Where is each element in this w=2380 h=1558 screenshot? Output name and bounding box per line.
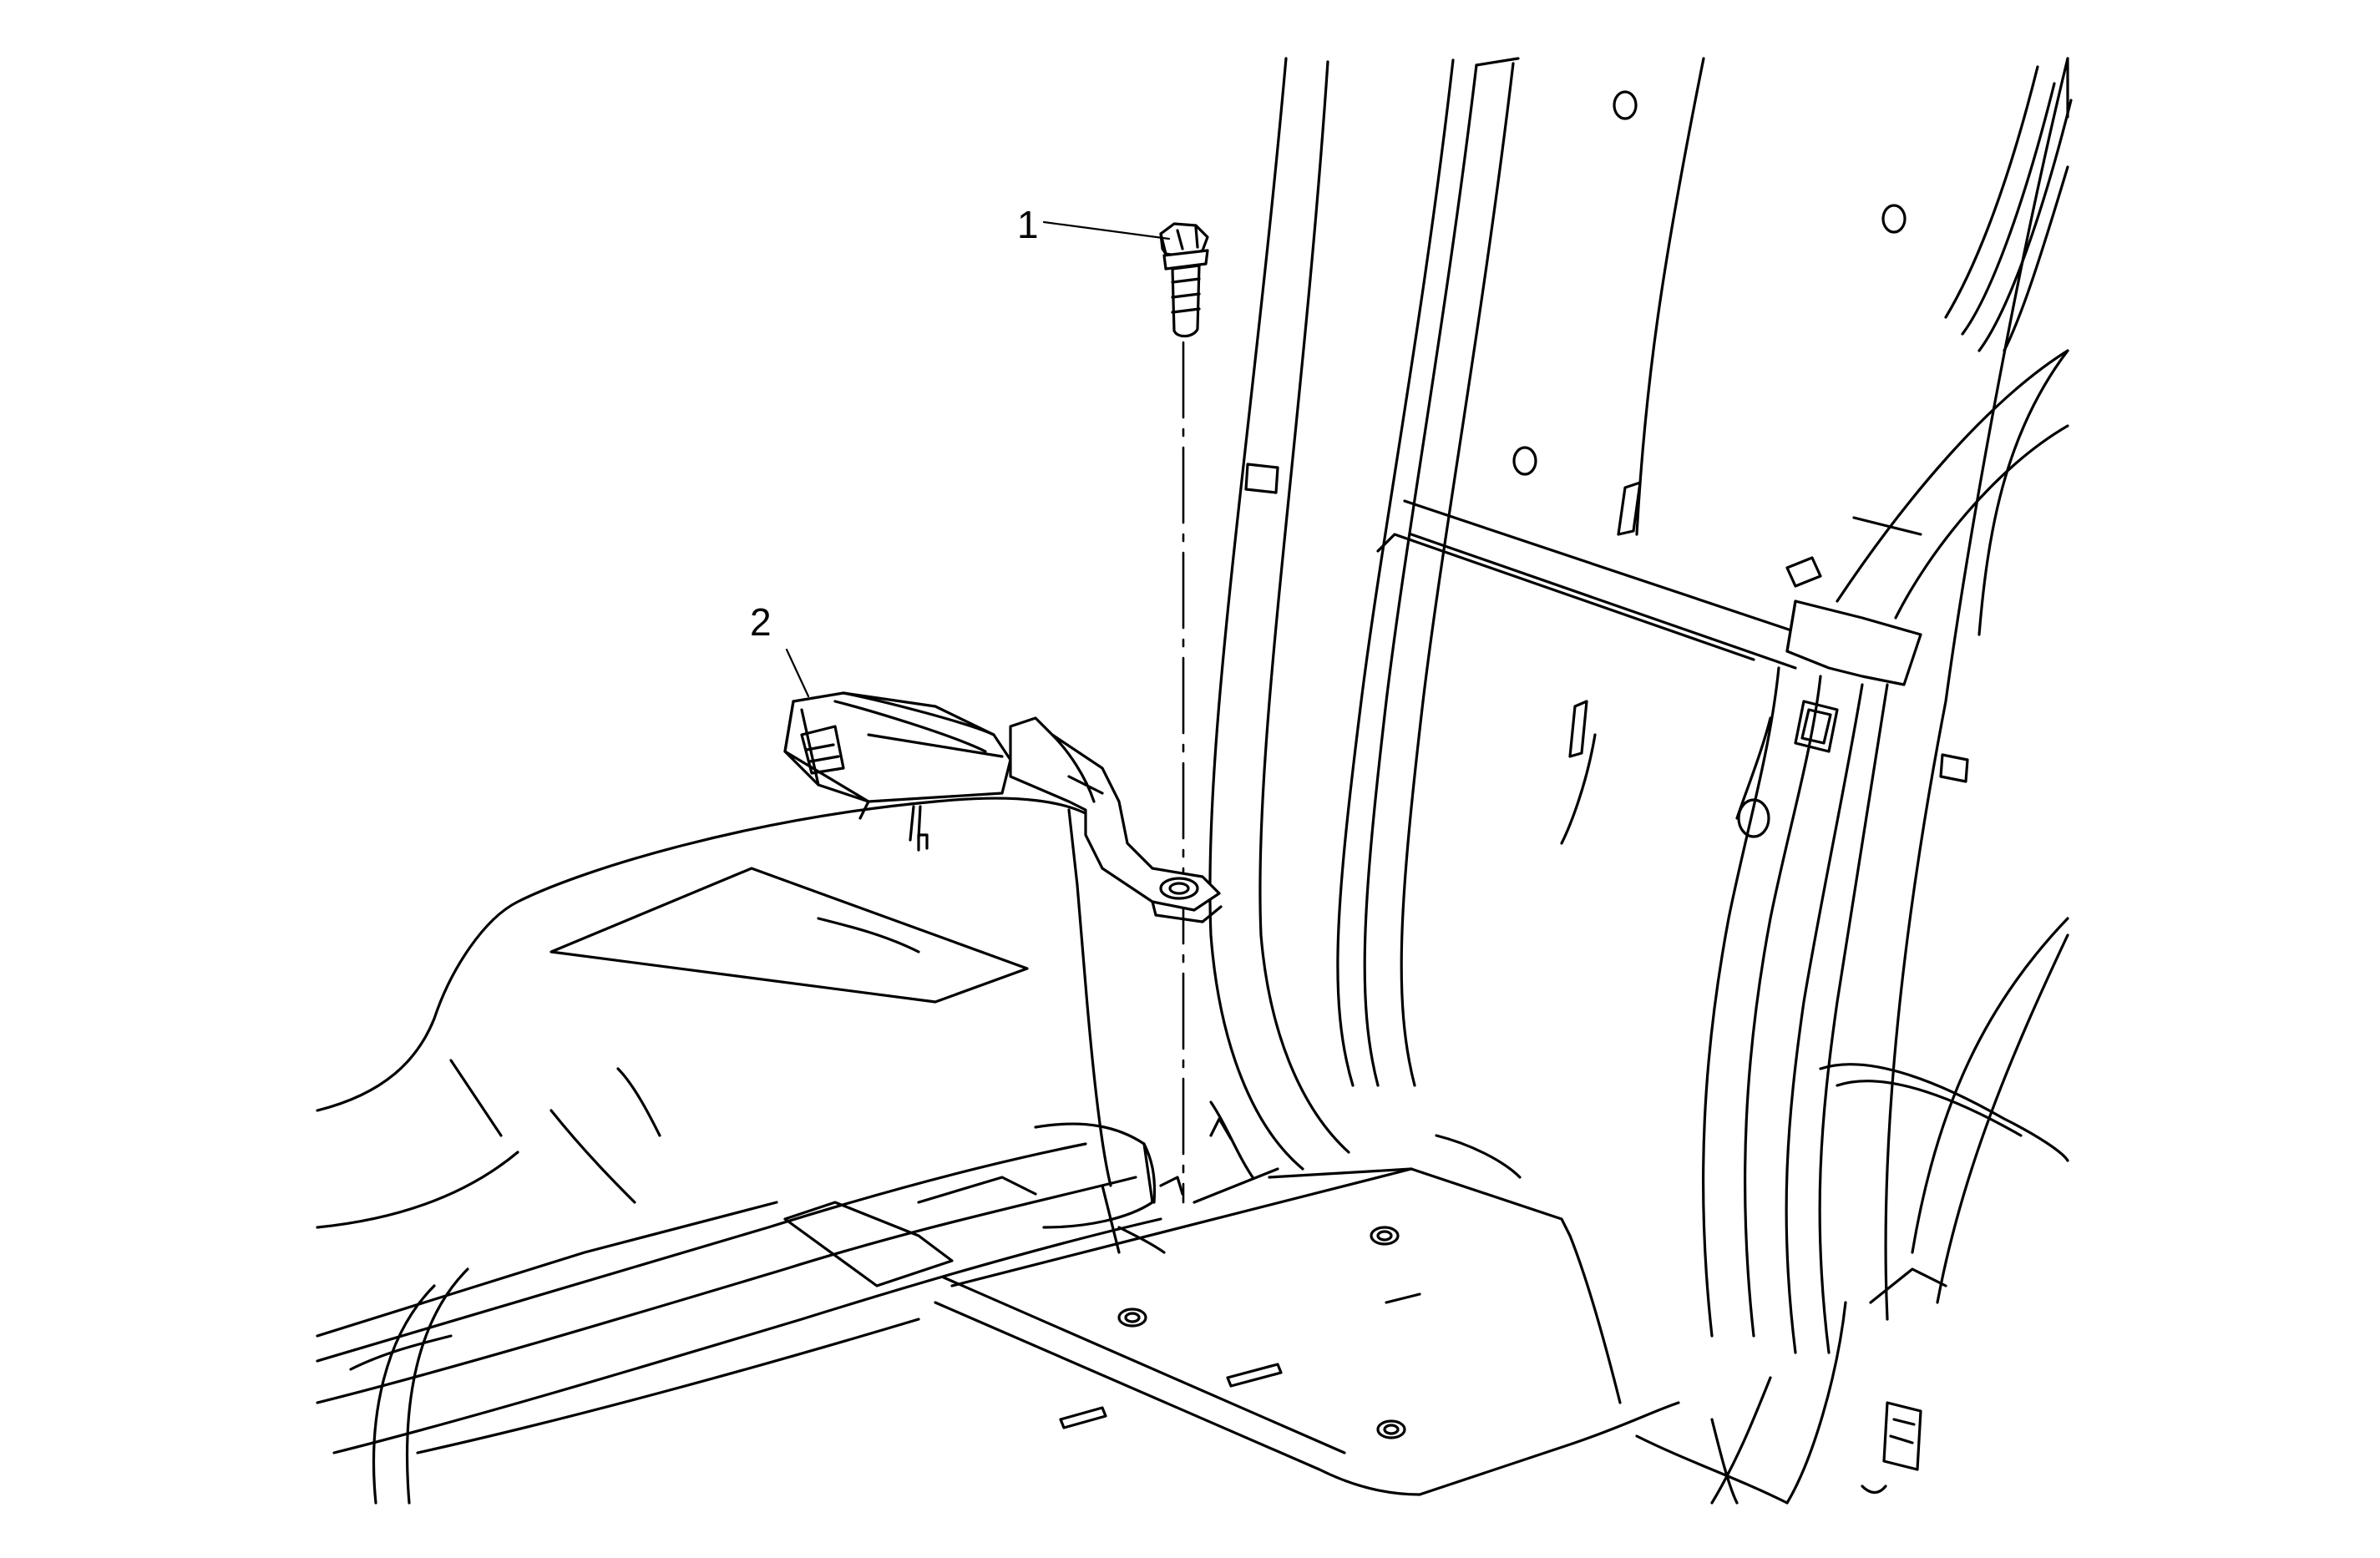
bolt-icon xyxy=(1159,222,1209,338)
shoulder-belt xyxy=(1701,349,2069,1354)
callout-1-leader xyxy=(1042,220,1171,240)
door-sill xyxy=(316,1201,1166,1371)
floor-pan xyxy=(316,797,1789,1505)
b-pillar-frame xyxy=(1208,57,1969,1171)
seat-belt-buckle-icon xyxy=(783,691,1223,923)
callout-2-leader xyxy=(785,648,810,698)
callout-1-label: 1 xyxy=(1017,203,1039,246)
callout-2-label: 2 xyxy=(750,600,772,644)
quarter-panel xyxy=(1710,57,2073,1505)
